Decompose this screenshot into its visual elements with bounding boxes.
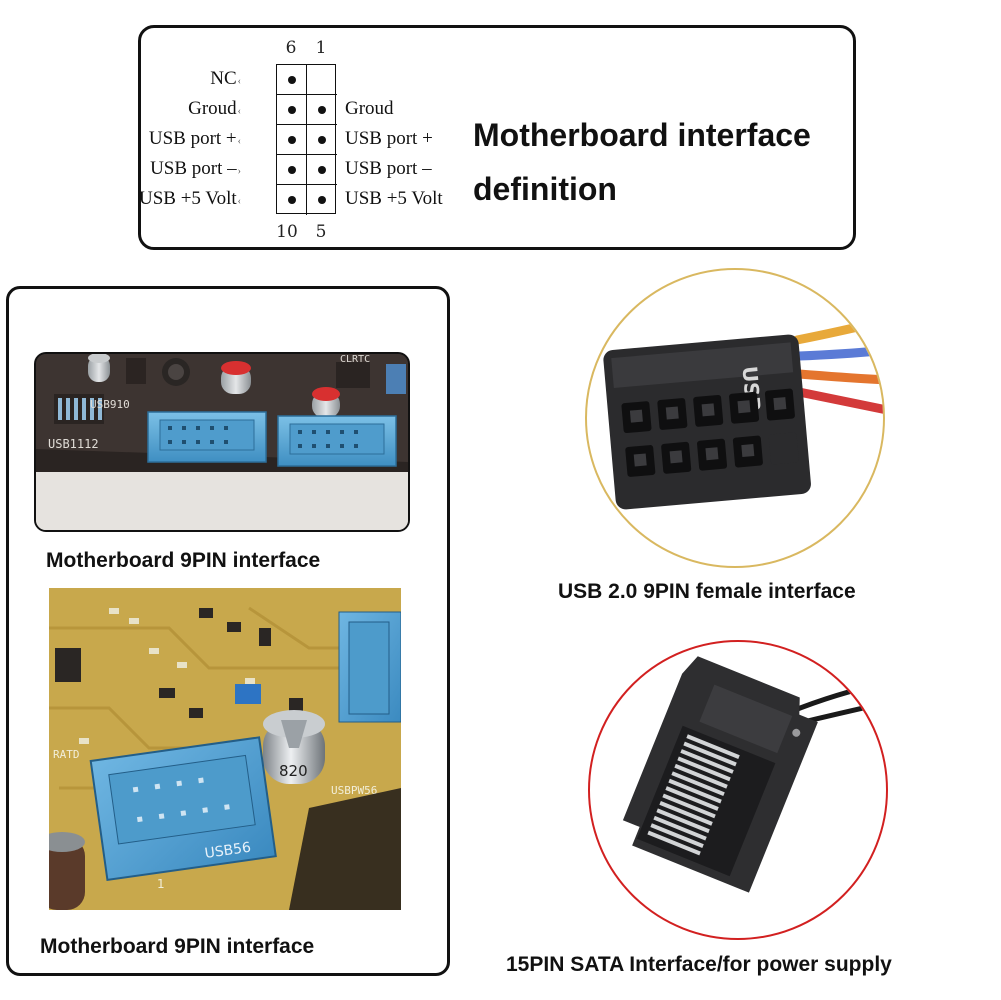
pin-label-usb-plus-left: USB port +‹	[148, 128, 241, 149]
pin-dot	[318, 196, 326, 204]
pin-label-ground-right: Groud	[345, 98, 394, 119]
pin-dot	[318, 166, 326, 174]
silk-usb910: USB910	[90, 398, 130, 411]
motherboard-photo-2-illustration: 820 USB56 1 RATD USBPW56	[49, 588, 401, 910]
pinout-definition-panel: 6 1 NC‹ Groud‹ USB port +‹ USB port –› U…	[138, 25, 856, 250]
pin-label-usb-plus-right: USB port +	[345, 128, 433, 149]
pin-cell	[307, 125, 337, 155]
pin-cell	[277, 185, 307, 215]
sata-power-connector-photo	[588, 640, 888, 940]
silk-ratd: RATD	[53, 748, 80, 761]
pin-number-5: 5	[315, 222, 327, 242]
silk-clrtc: CLRTC	[340, 354, 370, 365]
usb-connector-illustration: USB	[603, 316, 883, 510]
pin-label-usb-minus-left: USB port –›	[150, 158, 241, 179]
sata-connector-illustration	[622, 656, 886, 893]
pin-label-ground-left: Groud‹	[188, 98, 241, 119]
pin-dot	[318, 136, 326, 144]
pin-label-nc: NC‹	[210, 68, 241, 89]
pin-label-5v-left: USB +5 Volt‹	[138, 188, 241, 209]
pin-dot	[288, 106, 296, 114]
usb-female-connector-photo: USB	[585, 268, 885, 568]
caption-motherboard-1: Motherboard 9PIN interface	[46, 549, 321, 572]
pin-number-6: 6	[285, 38, 297, 58]
pin-dot	[288, 136, 296, 144]
pin-dot	[288, 76, 296, 84]
silk-pin1: 1	[157, 877, 165, 891]
pin-cell	[307, 185, 337, 215]
pin-grid	[276, 64, 337, 215]
caption-sata: 15PIN SATA Interface/for power supply	[506, 953, 892, 976]
pin-cell-empty	[307, 65, 337, 95]
pin-dot	[318, 106, 326, 114]
motherboard-photo-2: 820 USB56 1 RATD USBPW56	[49, 588, 401, 910]
motherboard-panel	[6, 286, 450, 976]
page-title: Motherboard interface definition	[473, 117, 811, 207]
pin-cell	[277, 155, 307, 185]
pin-cell	[277, 95, 307, 125]
silk-usb56: USB56	[204, 840, 252, 862]
pin-number-10: 10	[276, 222, 298, 242]
pin-cell	[307, 95, 337, 125]
pin-dot	[288, 196, 296, 204]
pin-cell	[277, 65, 307, 95]
cap-value: 820	[279, 762, 308, 780]
pin-label-usb-minus-right: USB port –	[345, 158, 432, 179]
motherboard-photo-1-illustration: USB910 USB1112 CLRTC	[36, 354, 408, 530]
pin-cell	[277, 125, 307, 155]
silk-usb1112: USB1112	[48, 437, 99, 451]
pin-label-5v-right: USB +5 Volt	[345, 188, 443, 209]
motherboard-photo-1: USB910 USB1112 CLRTC	[34, 352, 410, 532]
silk-usbpw: USBPW56	[331, 784, 377, 797]
pin-cell	[307, 155, 337, 185]
pin-dot	[288, 166, 296, 174]
pin-number-1: 1	[315, 38, 327, 58]
caption-usb-female: USB 2.0 9PIN female interface	[558, 580, 856, 603]
caption-motherboard-2: Motherboard 9PIN interface	[40, 935, 315, 958]
